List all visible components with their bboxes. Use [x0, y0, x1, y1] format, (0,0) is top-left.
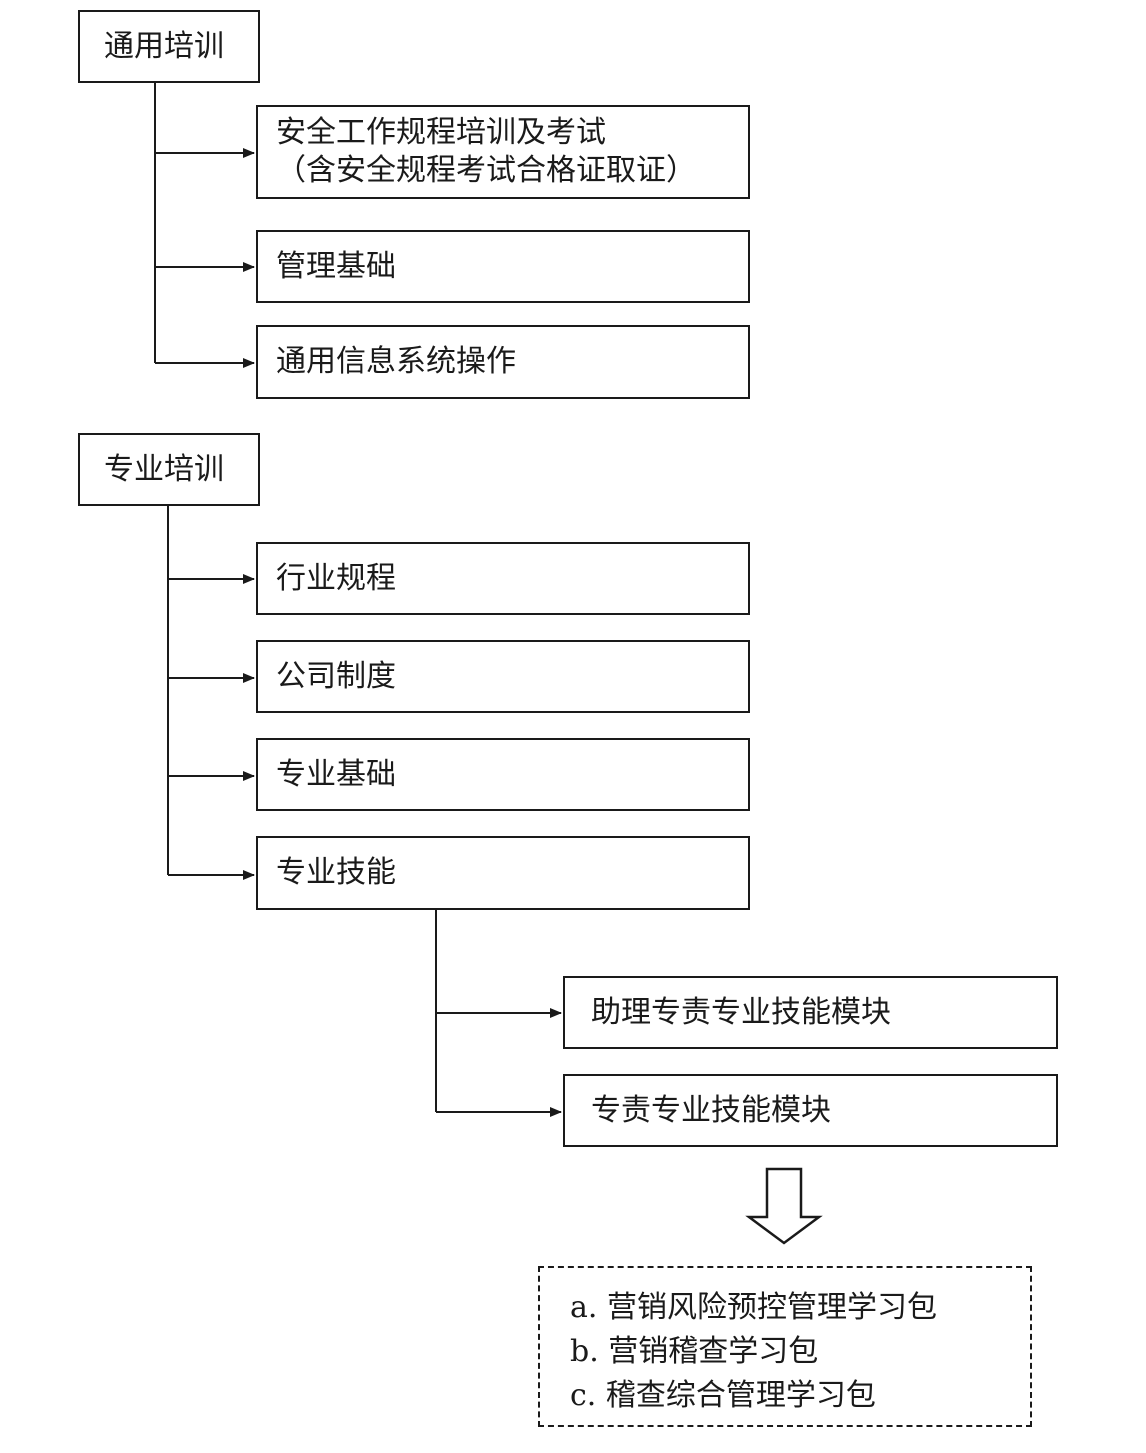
- learning-packages-box: a. 营销风险预控管理学习包 b. 营销稽查学习包 c. 稽查综合管理学习包: [538, 1266, 1032, 1427]
- professional-basics-label: 专业基础: [276, 756, 396, 792]
- learning-package-item: b. 营销稽查学习包: [570, 1334, 819, 1369]
- management-basics-node: 管理基础: [256, 230, 750, 303]
- general-training-node: 通用培训: [78, 10, 260, 83]
- company-policy-label: 公司制度: [276, 658, 396, 694]
- learning-package-item: c. 稽查综合管理学习包: [570, 1378, 876, 1413]
- professional-basics-node: 专业基础: [256, 738, 750, 811]
- specialist-skill-module-label: 专责专业技能模块: [591, 1092, 831, 1128]
- safety-rules-training-node: 安全工作规程培训及考试 （含安全规程考试合格证取证）: [256, 105, 750, 199]
- industry-rules-node: 行业规程: [256, 542, 750, 615]
- professional-skills-label: 专业技能: [276, 855, 396, 890]
- hollow-down-arrow-icon: [745, 1167, 823, 1245]
- info-system-operation-node: 通用信息系统操作: [256, 325, 750, 399]
- specialist-skill-module-node: 专责专业技能模块: [563, 1074, 1058, 1147]
- professional-training-title: 专业培训: [104, 451, 224, 487]
- assistant-skill-module-node: 助理专责专业技能模块: [563, 976, 1058, 1049]
- assistant-skill-module-label: 助理专责专业技能模块: [591, 994, 891, 1030]
- safety-rules-line-2: （含安全规程考试合格证取证）: [276, 153, 696, 188]
- general-training-title: 通用培训: [104, 28, 224, 64]
- management-basics-label: 管理基础: [276, 248, 396, 284]
- learning-package-item: a. 营销风险预控管理学习包: [570, 1290, 937, 1325]
- industry-rules-label: 行业规程: [276, 560, 396, 596]
- company-policy-node: 公司制度: [256, 640, 750, 713]
- info-system-operation-label: 通用信息系统操作: [276, 344, 516, 379]
- professional-training-node: 专业培训: [78, 433, 260, 506]
- professional-skills-node: 专业技能: [256, 836, 750, 910]
- safety-rules-line-1: 安全工作规程培训及考试: [276, 115, 606, 150]
